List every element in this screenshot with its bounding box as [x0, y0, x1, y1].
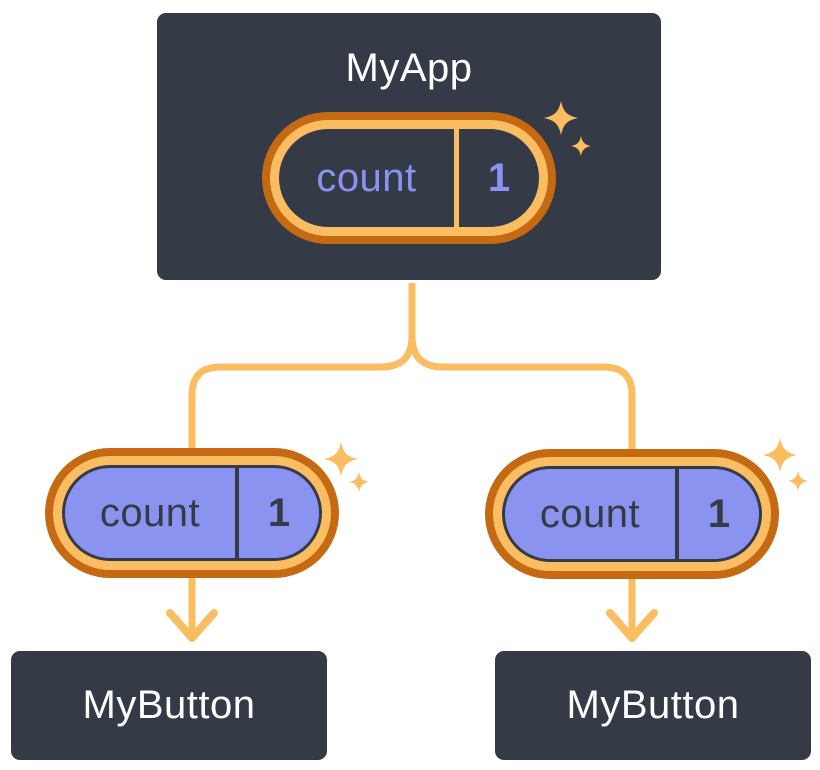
- connector-left-branch: [188, 280, 416, 459]
- component-title-mybutton: MyButton: [566, 683, 740, 727]
- prop-value-label: 1: [267, 490, 291, 535]
- state-pill-body: count 1: [279, 129, 539, 227]
- sparkle-icon: [788, 471, 808, 491]
- sparkle-icon: [349, 472, 369, 492]
- prop-divider: [675, 469, 679, 559]
- sparkle-icon: [763, 438, 797, 472]
- prop-pill-left: count 1: [45, 448, 339, 578]
- state-value-label: 1: [487, 155, 511, 200]
- connector-right-branch: [408, 280, 636, 459]
- state-divider: [454, 129, 459, 227]
- prop-pill-body: count 1: [502, 466, 762, 562]
- prop-pill-glow-ring: count 1: [53, 456, 331, 570]
- sparkle-icon: [324, 442, 358, 476]
- prop-name-label: count: [539, 491, 641, 536]
- prop-pill-glow-ring: count 1: [493, 457, 771, 571]
- prop-pill-right: count 1: [485, 449, 779, 579]
- arrow-down-icon: [606, 609, 658, 642]
- component-box-mybutton-right: MyButton: [492, 648, 814, 763]
- prop-name-label: count: [99, 490, 201, 535]
- arrow-down-icon: [166, 609, 218, 642]
- component-title-mybutton: MyButton: [82, 683, 256, 727]
- prop-pill-body: count 1: [62, 465, 322, 561]
- state-pill-myapp: count 1: [262, 112, 556, 244]
- state-name-label: count: [316, 155, 417, 200]
- component-box-myapp: MyApp count 1: [154, 10, 664, 283]
- state-pill-glow-ring: count 1: [270, 120, 548, 236]
- component-box-mybutton-left: MyButton: [8, 648, 330, 763]
- prop-value-label: 1: [707, 491, 731, 536]
- prop-divider: [235, 468, 239, 558]
- component-title-myapp: MyApp: [345, 46, 473, 90]
